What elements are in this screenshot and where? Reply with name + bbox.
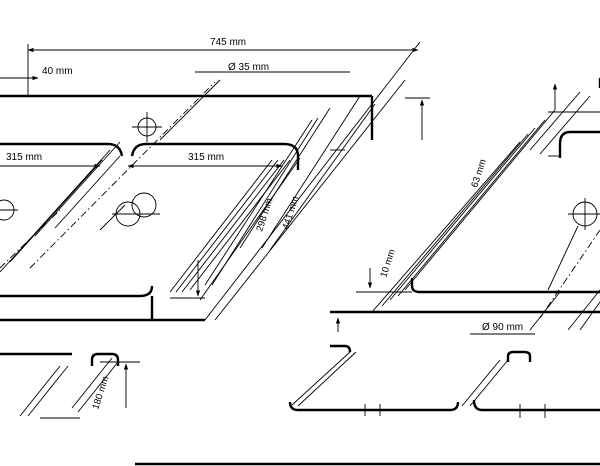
dim-offset: 40 mm	[42, 66, 73, 77]
dimension-lines-right	[335, 83, 600, 335]
dimension-lines-left	[0, 44, 430, 299]
dim-corner-radius: 10 mm	[378, 248, 397, 279]
sink-side-profile-left	[0, 352, 140, 419]
dim-total-width: 745 mm	[210, 37, 246, 48]
dim-bowl-depth-b: 441 mm	[280, 195, 301, 231]
sink-front-profile-right	[288, 344, 600, 418]
faucet-hole-icon	[132, 112, 162, 142]
drain-left-icon	[0, 199, 18, 221]
dim-side-depth: 63 mm	[469, 158, 488, 189]
drain-side-icon	[568, 198, 600, 230]
dim-drain-diameter: Ø 90 mm	[482, 322, 523, 333]
dim-hole-diameter: Ø 35 mm	[228, 62, 269, 73]
dim-bowl-right-width: 315 mm	[188, 152, 224, 163]
dim-bowl-left-width: 315 mm	[6, 152, 42, 163]
sink-side-view-right	[330, 78, 600, 331]
sink-top-view	[0, 41, 421, 322]
drain-right-icon	[112, 192, 160, 227]
